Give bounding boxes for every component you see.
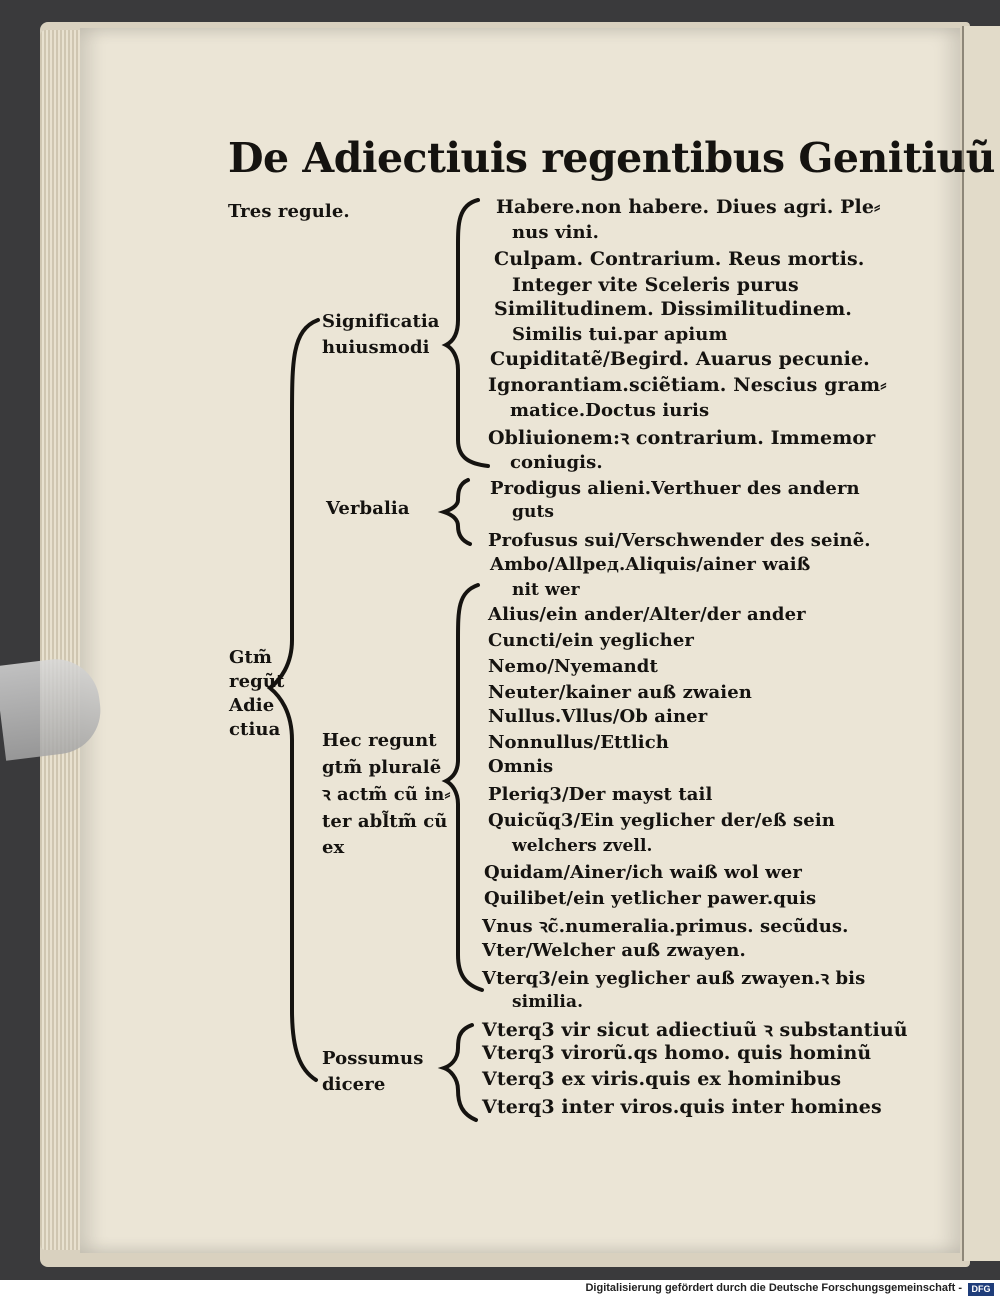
label-main-3: Adie — [229, 695, 275, 716]
footer-bar: Digitalisierung gefördert durch die Deut… — [0, 1280, 1000, 1300]
text-line: guts — [512, 502, 555, 522]
text-line: Omnis — [488, 756, 554, 777]
text-line: Vterq3/ein yeglicher auß zwayen.ꝛ bis — [482, 968, 866, 989]
text-line: Similitudinem. Dissimilitudinem. — [494, 298, 853, 320]
text-line: nit wer — [512, 580, 580, 600]
text-line: Similis tui.par apium — [512, 324, 728, 345]
text-line: Vterq3 inter viros.quis inter homines — [482, 1096, 882, 1118]
text-line: similia. — [512, 992, 584, 1012]
verbalia-brace — [437, 478, 472, 546]
text-line: welchers zvell. — [512, 836, 653, 856]
text-line: matice.Doctus iuris — [510, 400, 710, 421]
label-significatia-2: huiusmodi — [322, 337, 430, 358]
text-line: Nonnullus/Ettlich — [488, 732, 669, 753]
left-heading: Tres regule. — [228, 201, 350, 222]
label-hec-1: Hec regunt — [322, 730, 437, 751]
text-line: Vterq3 vir sicut adiectiuũ ꝛ substantiuũ — [482, 1019, 908, 1041]
label-main-4: ctiua — [229, 719, 281, 740]
footer-credit: Digitalisierung gefördert durch die Deut… — [585, 1282, 962, 1294]
text-line: Ignorantiam.sciẽtiam. Nescius gram⸗ — [488, 374, 887, 396]
text-line: Nemo/Nyemandt — [488, 656, 658, 677]
text-line: Quicũq3/Ein yeglicher der/eß sein — [488, 810, 835, 831]
significatia-brace — [441, 198, 490, 468]
text-line: Vterq3 virorũ.qs homo. quis hominũ — [482, 1042, 872, 1064]
label-possumus-2: dicere — [322, 1074, 386, 1095]
text-line: Cupiditatẽ/Begird. Auarus pecunie. — [490, 348, 870, 370]
dfg-logo: DFG — [968, 1283, 994, 1296]
label-hec-2: gtm̃ pluralẽ — [322, 757, 442, 778]
text-line: Prodigus alieni.Verthuer des andern — [490, 478, 860, 499]
main-brace — [266, 318, 320, 1082]
text-line: Alius/ein ander/Alter/der ander — [488, 604, 806, 625]
text-line: coniugis. — [510, 452, 603, 473]
text-line: Quidam/Ainer/ich waiß wol wer — [484, 862, 802, 883]
label-verbalia: Verbalia — [326, 498, 410, 519]
facing-page-edge — [962, 26, 1000, 1261]
text-line: Profusus sui/Verschwender des seinẽ. — [488, 530, 871, 551]
label-possumus-1: Possumus — [322, 1048, 424, 1069]
text-line: Vnus ꝛc̃.numeralia.primus. secũdus. — [482, 916, 849, 937]
book-page — [80, 28, 960, 1253]
text-line: Habere.non habere. Diues agri. Ple⸗ — [496, 196, 881, 218]
hec-brace — [441, 583, 484, 992]
text-line: Ambo/Allpeд.Aliquis/ainer waiß — [490, 554, 811, 575]
text-line: Obliuionem:ꝛ contrarium. Immemor — [488, 427, 876, 449]
text-line: Culpam. Contrarium. Reus mortis. — [494, 248, 865, 270]
label-hec-4: ter abl̃tm̃ cũ — [322, 811, 448, 832]
text-line: Pleriq3/Der mayst tail — [488, 784, 713, 805]
label-hec-3: ꝛ actm̃ cũ in⸗ — [322, 784, 451, 805]
possumus-brace — [437, 1023, 478, 1122]
label-main-2: regũt — [229, 671, 285, 692]
text-line: Vter/Welcher auß zwayen. — [482, 940, 746, 961]
text-line: Nullus.Vllus/Ob ainer — [488, 706, 708, 727]
page-title: De Adiectiuis regentibus Genitiuũ — [228, 134, 995, 182]
page-edges — [40, 30, 86, 1250]
text-line: Cuncti/ein yeglicher — [488, 630, 694, 651]
text-line: Integer vite Sceleris purus — [512, 274, 799, 296]
label-main-1: Gtm̃ — [229, 647, 273, 668]
text-line: Neuter/kainer auß zwaien — [488, 682, 752, 703]
label-hec-5: ex — [322, 837, 345, 858]
text-line: nus vini. — [512, 222, 599, 243]
text-line: Vterq3 ex viris.quis ex hominibus — [482, 1068, 842, 1090]
text-line: Quilibet/ein yetlicher pawer.quis — [484, 888, 817, 909]
label-significatia-1: Significatia — [322, 311, 440, 332]
